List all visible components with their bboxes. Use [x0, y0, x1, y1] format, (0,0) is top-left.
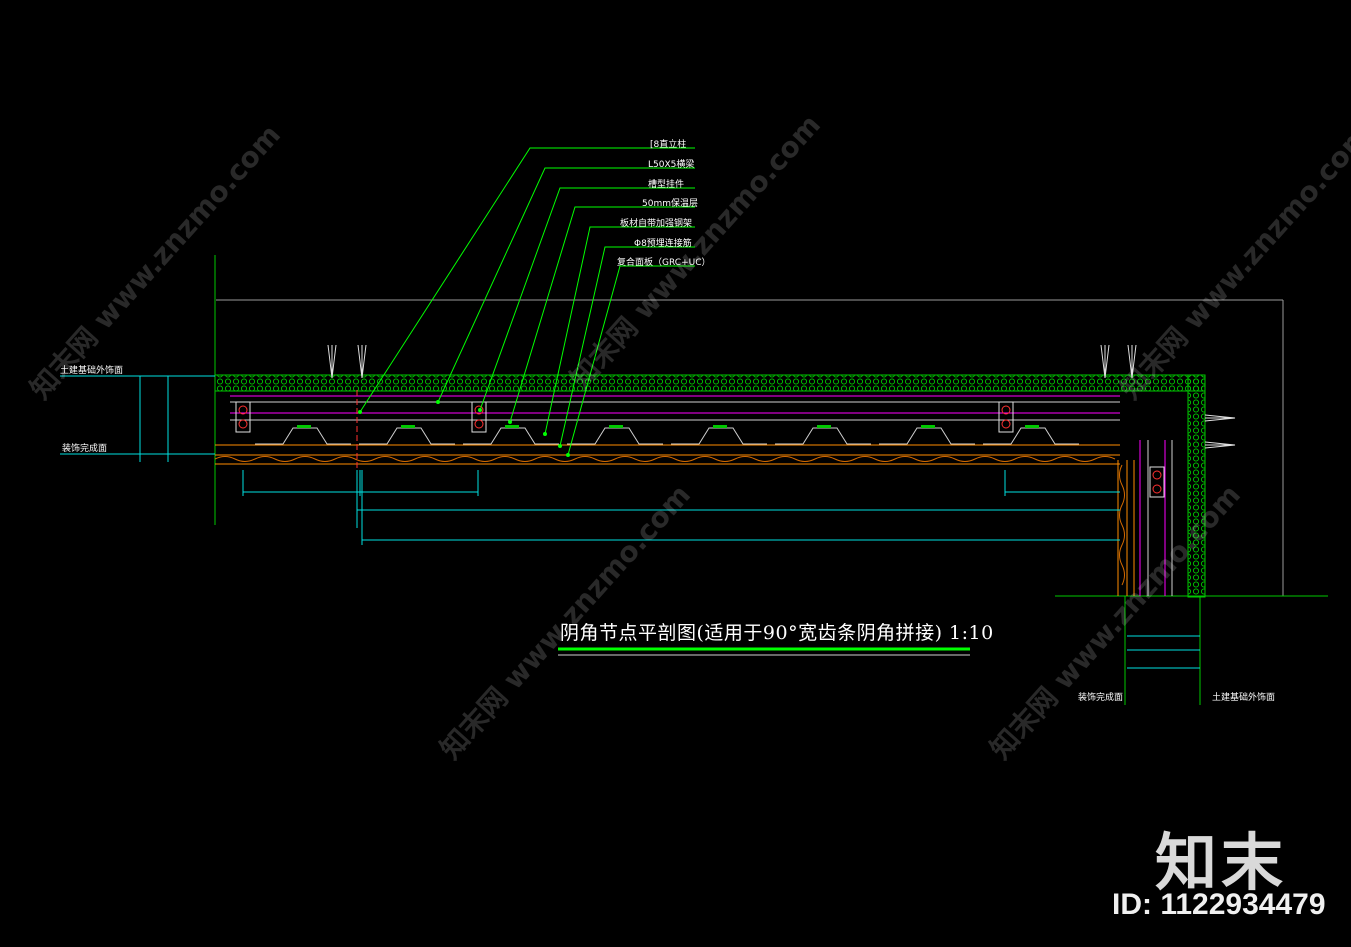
- composite-panel-vertical: [1117, 460, 1135, 596]
- anchor-bolt: [357, 344, 367, 379]
- bolt: [1152, 470, 1162, 480]
- reinforcing-frame: [255, 427, 351, 445]
- insulation-layer-horizontal: [214, 374, 1206, 392]
- channel-brackets: [235, 401, 1165, 498]
- bolt: [474, 419, 484, 429]
- bracket: [998, 401, 1014, 433]
- bolt: [238, 405, 248, 415]
- anchor-bolts: [327, 344, 1236, 449]
- leader-dots: [358, 400, 570, 457]
- side-label-right: 土建基础外饰面: [1212, 693, 1276, 703]
- callout-label: [8直立柱: [650, 140, 687, 150]
- bracket: [471, 401, 487, 433]
- bolt: [238, 419, 248, 429]
- reinforcing-frame: [359, 427, 455, 445]
- connection-bar: [505, 425, 519, 428]
- drawing-id: ID: 1122934479: [1112, 888, 1326, 921]
- dimension-lines: [60, 375, 1200, 669]
- callout-label: 50mm保温层: [642, 199, 698, 209]
- reinforcing-frame: [463, 427, 559, 445]
- leader-lines: [359, 147, 695, 456]
- bolt: [1001, 419, 1011, 429]
- anchor-bolt: [1100, 344, 1110, 379]
- reinforcing-frames: [255, 425, 1079, 445]
- title-underline: [558, 647, 970, 656]
- bolt: [1152, 484, 1162, 494]
- connection-bar: [817, 425, 831, 428]
- composite-panel-horizontal: [214, 444, 1120, 465]
- anchor-bolt: [1204, 414, 1236, 422]
- reinforcing-frame: [879, 427, 975, 445]
- bracket: [1149, 466, 1165, 498]
- insulation-layer-vertical: [1187, 374, 1206, 598]
- anchor-bolt: [1204, 441, 1236, 449]
- brand-logo: 知末: [1155, 826, 1288, 899]
- anchor-bolt: [327, 344, 337, 379]
- reinforcing-frame: [983, 427, 1079, 445]
- reinforcing-frame: [775, 427, 871, 445]
- connection-bar: [1025, 425, 1039, 428]
- side-label-left: 土建基础外饰面: [60, 366, 124, 376]
- connection-bar: [713, 425, 727, 428]
- anchor-bolt: [1127, 344, 1137, 379]
- callout-label: Φ8预埋连接筋: [634, 239, 692, 249]
- outer-frame: [216, 299, 1284, 596]
- side-label-right: 装饰完成面: [1078, 693, 1124, 703]
- connection-bar: [921, 425, 935, 428]
- callout-label: L50X5横梁: [648, 160, 695, 170]
- bolt: [474, 405, 484, 415]
- connection-bar: [609, 425, 623, 428]
- callout-label: 复合面板（GRC+UC）: [617, 258, 711, 268]
- bolt: [1001, 405, 1011, 415]
- bracket: [235, 401, 251, 433]
- callout-label: 板材自带加强钢架: [620, 219, 693, 229]
- connection-bar: [401, 425, 415, 428]
- steel-layers: [230, 395, 1173, 596]
- callout-label: 槽型挂件: [648, 180, 685, 190]
- reinforcing-frame: [567, 427, 663, 445]
- side-label-left: 装饰完成面: [62, 444, 108, 454]
- connection-bar: [297, 425, 311, 428]
- drawing-title: 阴角节点平剖图(适用于90°宽齿条阴角拼接) 1:10: [560, 622, 994, 644]
- reinforcing-frame: [671, 427, 767, 445]
